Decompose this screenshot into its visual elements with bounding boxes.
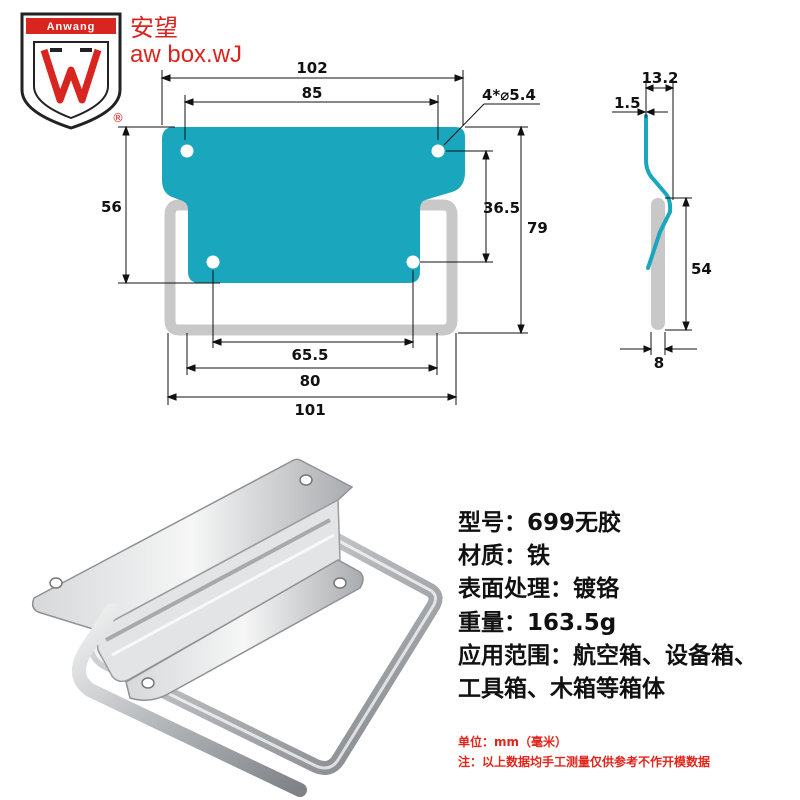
dim-width-bottom: 101 bbox=[294, 401, 325, 419]
dim-hole-spacing-top: 85 bbox=[302, 84, 323, 102]
spec-weight: 重量：163.5g bbox=[458, 610, 616, 636]
spec-application-cont: 工具箱、木箱等箱体 bbox=[458, 675, 666, 702]
disclaimer-note: 注：以上数据均手工测量仅供参考不作开模数据 bbox=[458, 754, 710, 769]
product-photo bbox=[31, 458, 443, 797]
registered-mark: ® bbox=[112, 111, 124, 125]
front-view bbox=[162, 127, 465, 336]
handle-ring bbox=[164, 199, 458, 336]
logo-aw-mark bbox=[40, 48, 102, 104]
spec-application: 应用范围：航空箱、设备箱、 bbox=[458, 642, 757, 669]
logo-banner bbox=[26, 18, 116, 34]
brand-name-en: aw box.wJ bbox=[130, 41, 242, 68]
mounting-plate bbox=[162, 127, 465, 283]
dim-height-right: 79 bbox=[527, 219, 548, 237]
dim-depth-top: 13.2 bbox=[641, 69, 678, 87]
side-view bbox=[644, 114, 673, 330]
dim-height-left: 56 bbox=[101, 198, 122, 216]
logo-word: Anwang bbox=[47, 21, 96, 33]
side-ring bbox=[651, 198, 665, 330]
unit-note: 单位：mm（毫米） bbox=[458, 734, 567, 749]
dim-side-height: 54 bbox=[691, 260, 712, 278]
dim-ring-inner: 80 bbox=[300, 372, 321, 390]
dim-depth-bottom: 8 bbox=[654, 354, 664, 372]
dim-thickness: 1.5 bbox=[614, 94, 641, 112]
spec-finish: 表面处理：镀铬 bbox=[458, 575, 620, 602]
brand-logo: Anwang bbox=[20, 12, 122, 130]
mount-hole bbox=[206, 255, 220, 269]
dim-width-top: 102 bbox=[296, 59, 327, 77]
spec-list: 型号：699无胶 材质：铁 表面处理：镀铬 重量：163.5g 应用范围：航空箱… bbox=[458, 509, 757, 702]
mount-hole bbox=[180, 144, 194, 158]
brand-name-cn: 安望 bbox=[130, 14, 178, 42]
dim-hole-spec: 4*⌀5.4 bbox=[482, 86, 536, 104]
spec-material: 材质：铁 bbox=[458, 543, 550, 569]
spec-model: 型号：699无胶 bbox=[458, 509, 621, 536]
dim-hole-vertical: 36.5 bbox=[483, 199, 520, 217]
mount-hole bbox=[431, 144, 445, 158]
dim-hole-spacing-bottom: 65.5 bbox=[291, 346, 328, 364]
side-plate bbox=[644, 114, 673, 270]
side-dimension-lines bbox=[612, 80, 697, 355]
mount-hole bbox=[406, 255, 420, 269]
front-dimension-lines bbox=[118, 70, 540, 405]
